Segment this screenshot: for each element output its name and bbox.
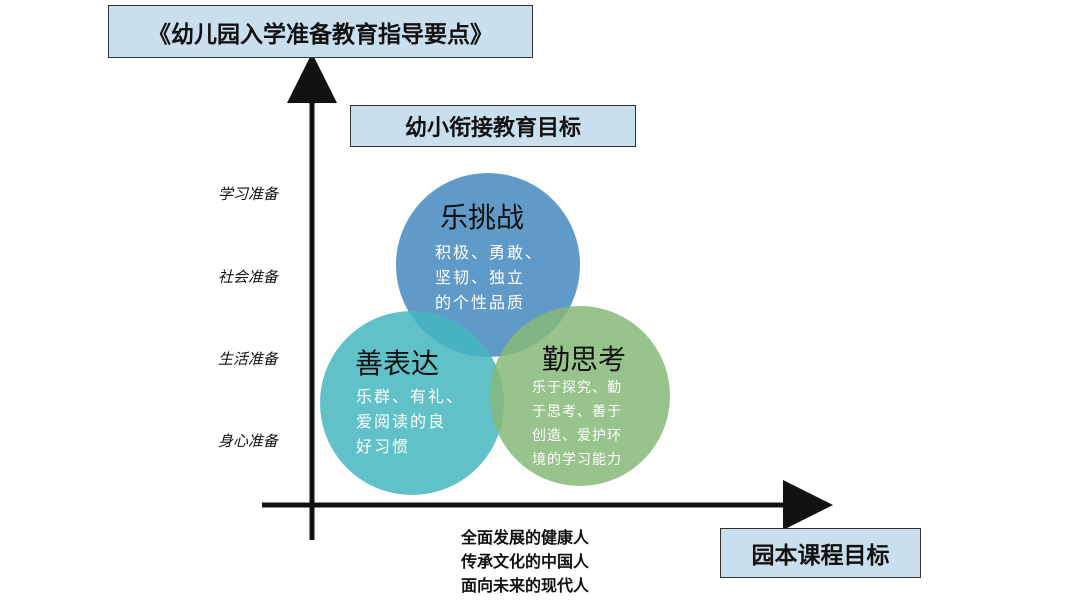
circle-think-title: 勤思考	[542, 343, 627, 376]
circle-express-body: 乐群、有礼、 爱阅读的良 好习惯	[356, 384, 464, 459]
bottom-line-health: 全面发展的健康人	[460, 528, 589, 547]
bottom-line-future: 面向未来的现代人	[460, 576, 589, 595]
circle-express	[320, 311, 504, 495]
main-title-box: 《幼儿园入学准备教育指导要点》	[108, 5, 533, 58]
y-label-life: 生活准备	[218, 350, 279, 368]
body-line: 坚韧、独立	[435, 268, 526, 287]
circle-challenge-title: 乐挑战	[440, 201, 525, 234]
circle-challenge-body: 积极、勇敢、 坚韧、独立 的个性品质	[435, 240, 543, 315]
body-line: 乐于探究、勤	[532, 380, 622, 396]
goal-title-box: 幼小衔接教育目标	[350, 105, 636, 147]
circle-think	[490, 306, 670, 486]
circle-express-title: 善表达	[355, 347, 440, 380]
body-line: 积极、勇敢、	[435, 243, 544, 262]
x-axis-label-box: 园本课程目标	[720, 528, 921, 578]
circle-challenge	[396, 173, 580, 357]
body-line: 好习惯	[356, 437, 411, 456]
bottom-line-culture: 传承文化的中国人	[460, 552, 589, 571]
circle-think-body: 乐于探究、勤 于思考、善于 创造、爱护环 境的学习能力	[532, 376, 622, 472]
body-line: 于思考、善于	[532, 404, 622, 420]
body-line: 乐群、有礼、	[356, 387, 465, 406]
y-label-learning: 学习准备	[218, 185, 279, 203]
body-line: 创造、爱护环	[532, 428, 622, 444]
y-label-physical: 身心准备	[218, 432, 279, 450]
y-label-social: 社会准备	[218, 268, 279, 286]
body-line: 境的学习能力	[532, 452, 622, 468]
body-line: 爱阅读的良	[356, 412, 447, 431]
body-line: 的个性品质	[435, 293, 526, 312]
